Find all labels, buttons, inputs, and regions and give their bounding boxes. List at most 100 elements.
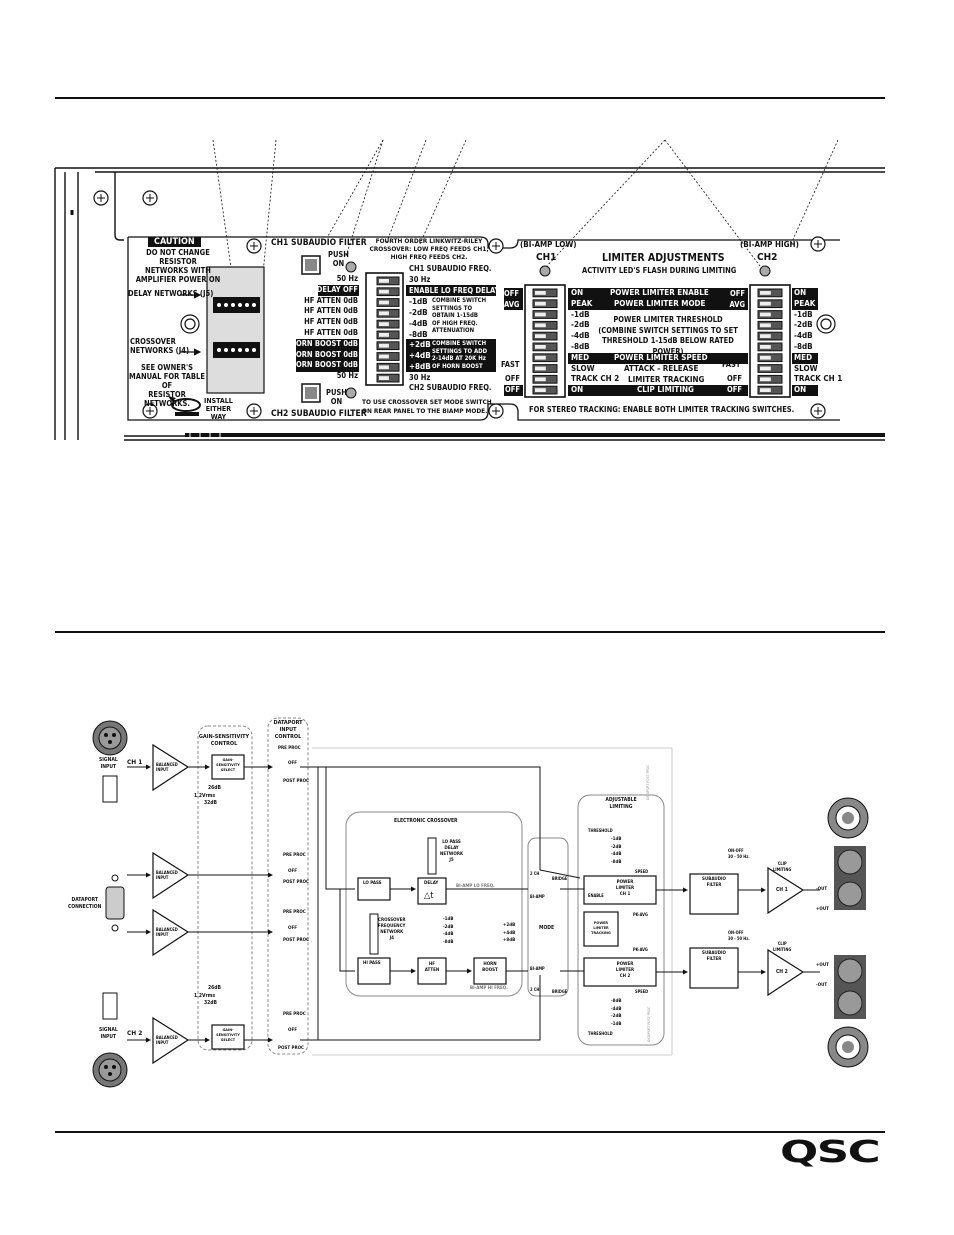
speakon-ch1-icon — [827, 797, 869, 839]
balanced-input-ch2 — [152, 1016, 190, 1065]
crossover-switch-label: HF ATTEN 0dB — [304, 306, 358, 316]
mode-label: MODE — [539, 925, 555, 931]
balanced-input-dp2 — [152, 908, 190, 957]
lim-step: -8dB — [611, 859, 622, 865]
limiter-ch2-switch-label: SLOW — [794, 363, 818, 373]
on-off-ch1: ON-OFF 30 - 50 Hz. — [728, 848, 750, 860]
biamp-top: BI-AMP — [530, 894, 545, 899]
boost-steps: +2dB +4dB +8dB — [503, 922, 515, 945]
limiter-ch2-switch-label: -8dB — [794, 341, 813, 351]
dip-toggle-knob — [760, 377, 771, 382]
dn-line: LO PASS — [442, 840, 461, 845]
hb-line: HORN — [483, 962, 497, 967]
biamp-bottom: BI-AMP — [530, 966, 545, 971]
gain-select-ch1: GAIN- SENSITIVITY SELECT — [212, 757, 244, 772]
dn-line: J5 — [449, 858, 454, 863]
power-limiter-tracking: POWER LIMITER TRACKING — [584, 920, 618, 935]
sf-line: SUBAUDIO — [702, 951, 726, 956]
sf-line: FILTER — [706, 957, 722, 962]
plt-line: POWER — [593, 920, 609, 925]
threshold-top: THRESHOLD — [588, 828, 613, 833]
lim-atten-steps-bottom: -8dB -4dB -2dB -1dB — [611, 998, 621, 1028]
bi-line: BALANCED — [156, 927, 178, 932]
limiter-ch2-switch-label: -1dB — [794, 309, 813, 319]
crossover-networks-label: CROSSOVER NETWORKS (J4) — [130, 337, 189, 355]
output-ch2-label: CH 2 — [776, 969, 788, 975]
hz-range: 30 - 50 Hz. — [728, 854, 750, 859]
dip-toggle-knob — [760, 323, 771, 328]
on-off: ON-OFF — [728, 848, 744, 853]
power-limiter-speed: POWER LIMITER SPEED — [614, 353, 708, 362]
pre-proc-4: PRE PROC — [283, 1012, 306, 1017]
xlr-input-ch2-icon — [92, 1052, 128, 1088]
bi-line: BALANCED — [156, 870, 178, 875]
dataport-connector-icon — [105, 874, 125, 932]
dip-toggle-knob — [379, 279, 389, 283]
limiter-ch2-switch-label: -2dB — [794, 320, 813, 330]
balanced-input-ch1-label: BALANCED INPUT — [156, 762, 178, 772]
db32: 32dB — [204, 1000, 217, 1006]
si-line: SIGNAL — [99, 757, 118, 763]
fourth-order-line: CROSSOVER: LOW FREQ FEEDS CH1, — [369, 245, 489, 253]
balanced-input-dp1-label: BALANCED INPUT — [156, 870, 178, 880]
resistor-network-holder — [206, 266, 265, 394]
minus-out: -OUT — [816, 983, 828, 988]
horn-boost-label: HORN BOOST — [474, 962, 506, 974]
terminal-ch1-icon — [102, 775, 118, 803]
gs-line: SENSITIVITY — [216, 762, 240, 767]
limiter-ch1-switch-label: PEAK — [571, 298, 593, 308]
post-proc-2: POST PROC — [283, 880, 309, 885]
threshold-line: POWER LIMITER THRESHOLD — [613, 315, 723, 324]
clip-limiting: CLIP LIMITING — [637, 385, 694, 394]
atten-note-line: COMBINE SWITCH — [432, 297, 487, 304]
middle-rule — [55, 631, 885, 633]
dip-toggle-knob — [760, 388, 771, 392]
install-line: WAY — [210, 413, 227, 421]
lim-step: -1dB — [611, 1021, 622, 1027]
cl-line: LIMITING — [773, 866, 792, 872]
boost-step: +2dB — [503, 923, 516, 928]
biamp-low-label: (BI-AMP LOW) — [520, 240, 577, 249]
sf-line: SUBAUDIO — [702, 877, 726, 882]
boost-step: +8dB — [503, 938, 516, 943]
speed-bottom: SPEED — [635, 989, 649, 994]
lim-left-avg: AVG — [504, 300, 520, 309]
fourth-order-line: FOURTH ORDER LINKWITZ-RILEY — [375, 237, 483, 245]
threshold-bottom: THRESHOLD — [588, 1031, 613, 1036]
on-line: ON — [332, 259, 345, 268]
atten-step: -4dB — [443, 932, 454, 937]
lim-right-avg: AVG — [729, 300, 745, 309]
crossover-networks-line: NETWORKS (J4) — [130, 346, 190, 355]
limiter-ch1-switch-label: -8dB — [571, 341, 590, 351]
delay-label: DELAY — [424, 881, 439, 886]
subaudio-filter-ch2: SUBAUDIO FILTER — [690, 951, 738, 963]
atten-value: -2dB — [409, 308, 428, 317]
push-on-bottom: PUSH ON — [326, 388, 347, 406]
gain-values-ch1: 26dB 1.2Vrms 32dB — [194, 785, 221, 808]
ch2-led — [345, 387, 357, 399]
speed-top: SPEED — [635, 869, 649, 874]
lim-atten-steps-top: -1dB -2dB -4dB -8dB — [611, 836, 621, 866]
plus-out: +OUT — [816, 907, 829, 912]
caution-note-line: NETWORKS WITH — [145, 266, 211, 275]
boost-value: +2dB — [409, 340, 431, 349]
limiter-ch2-switch-label: TRACK CH 1 — [794, 374, 843, 384]
balanced-input-ch2-label: BALANCED INPUT — [156, 1035, 178, 1045]
atten-step: -1dB — [443, 917, 454, 922]
ch2-subaudio-freq: CH2 SUBAUDIO FREQ. — [409, 383, 492, 392]
limiter-ch2-led — [759, 265, 771, 277]
boost-note-line: OF HORN BOOST — [432, 362, 483, 370]
boost-note: COMBINE SWITCH SETTINGS TO ADD 2-14dB AT… — [432, 340, 487, 370]
dc-line: DATAPORT — [71, 897, 98, 903]
clip-limiting-ch1: CLIP LIMITING — [773, 861, 791, 872]
atten-note: COMBINE SWITCH SETTINGS TO OBTAIN 1-15dB… — [432, 297, 486, 335]
lim-step: -4dB — [611, 852, 622, 857]
panel-illustration — [54, 139, 885, 441]
pl1-line: CH 1 — [619, 892, 631, 897]
signal-input-ch2: SIGNAL INPUT — [99, 1027, 118, 1040]
atten-note-line: ATTENUATION — [432, 327, 475, 334]
out-labels-ch1: -OUT +OUT — [816, 880, 829, 920]
dip-toggle-knob — [379, 343, 389, 348]
hi-pass-label: HI PASS — [363, 961, 381, 966]
